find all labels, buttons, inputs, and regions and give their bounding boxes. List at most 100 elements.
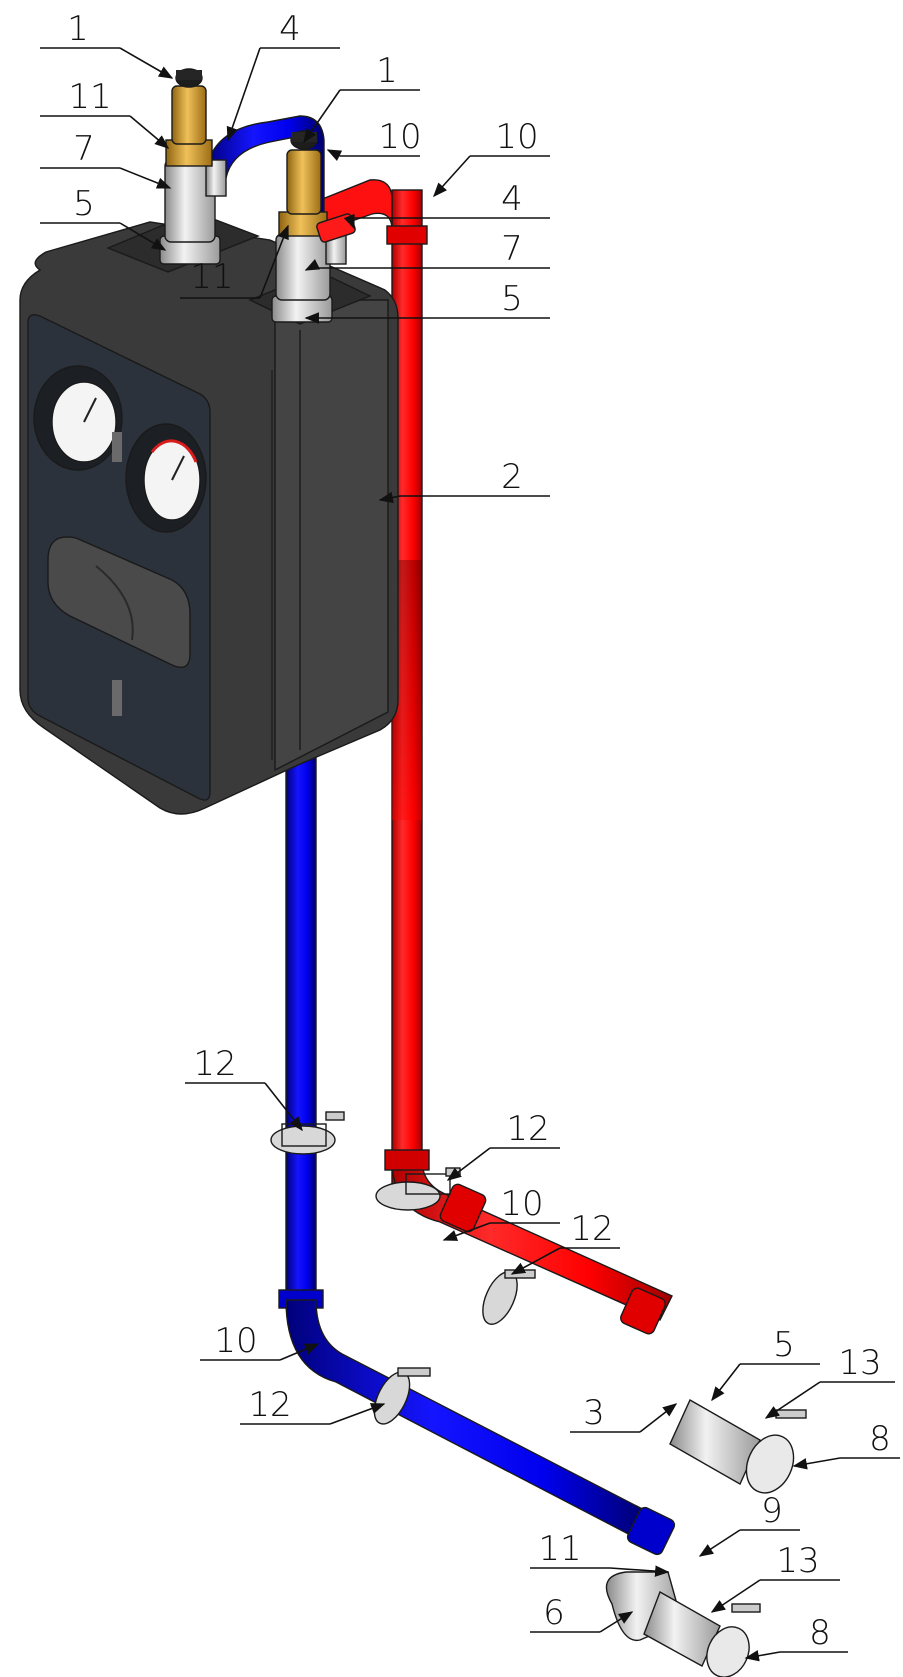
callout-number: 1: [67, 9, 89, 49]
callout-number: 4: [501, 179, 523, 219]
callout-leader-arrow: [226, 47, 261, 142]
callout-c10c: 10: [442, 1184, 560, 1241]
callout-number: 11: [68, 77, 111, 117]
callout-number: 3: [583, 1393, 605, 1433]
callout-c12b: 12: [446, 1109, 560, 1181]
callout-number: 6: [543, 1593, 565, 1633]
callout-leader-arrow: [510, 1247, 561, 1275]
callout-c10b: 10: [433, 117, 550, 198]
callout-number: 13: [838, 1343, 881, 1383]
callout-c7b: 7: [304, 229, 550, 271]
callout-c2: 2: [378, 457, 550, 504]
pump-window: [47, 536, 191, 668]
callout-leader-arrow: [710, 1579, 761, 1613]
callout-leader-arrow: [129, 115, 170, 149]
callout-c11a: 11: [40, 77, 170, 149]
callout-number: 5: [773, 1325, 795, 1365]
callout-number: 7: [73, 129, 95, 169]
callout-number: 1: [376, 51, 398, 91]
callout-leader-arrow: [446, 1147, 491, 1181]
callout-c5b: 5: [304, 279, 550, 324]
callout-leader-arrow: [764, 1381, 821, 1419]
callout-leader-arrow: [119, 222, 167, 251]
callout-c9: 9: [698, 1491, 800, 1557]
callout-leader-arrow: [792, 1457, 841, 1470]
callout-number: 9: [761, 1491, 783, 1531]
callout-leader-arrow: [639, 1403, 678, 1433]
callout-number: 12: [506, 1109, 549, 1149]
left-valve-stack: [159, 68, 227, 265]
callout-leader-arrow: [442, 1222, 491, 1241]
callout-c13a: 13: [764, 1343, 895, 1419]
callout-number: 4: [279, 9, 301, 49]
callout-c10d: 10: [200, 1321, 320, 1361]
callout-c10a: 10: [326, 117, 422, 161]
callout-number: 10: [500, 1184, 543, 1224]
thermometer-left: [33, 365, 123, 471]
callout-number: 5: [501, 279, 523, 319]
callout-leader-arrow: [711, 1363, 741, 1402]
thermometer-right: [125, 423, 207, 533]
callout-number: 2: [501, 457, 523, 497]
callout-number: 13: [776, 1541, 819, 1581]
supply-end-fitting: [669, 1399, 807, 1494]
callout-number: 10: [495, 117, 538, 157]
callout-number: 12: [570, 1209, 613, 1249]
callout-number: 12: [193, 1044, 236, 1084]
callout-number: 11: [190, 257, 233, 297]
callout-number: 10: [378, 117, 421, 157]
callout-leader-arrow: [744, 1650, 781, 1662]
supply-pipe-red: [319, 179, 673, 1335]
callout-leader-arrow: [378, 491, 401, 504]
red-fitting-coupling: [439, 1183, 666, 1335]
callout-c3: 3: [570, 1393, 678, 1433]
callout-leader-arrow: [599, 1611, 634, 1633]
return-end-fitting: [605, 1571, 761, 1677]
callout-number: 8: [869, 1419, 891, 1459]
callout-c5c: 5: [711, 1325, 820, 1402]
callout-leader-arrow: [119, 47, 174, 79]
callout-c6: 6: [530, 1593, 634, 1633]
callout-leader-arrow: [259, 224, 289, 299]
callout-leader-arrow: [433, 155, 471, 198]
callout-leader-arrow: [279, 1343, 320, 1361]
callout-leader-arrow: [264, 1082, 303, 1132]
callout-leader-arrow: [303, 89, 341, 144]
callout-leader-arrow: [119, 167, 172, 189]
callout-c8b: 8: [744, 1613, 848, 1662]
brand-logo: [112, 432, 122, 716]
callout-leader-arrow: [698, 1529, 741, 1557]
callout-c12c: 12: [510, 1209, 620, 1275]
callout-number: 7: [501, 229, 523, 269]
insulation-housing: [19, 211, 399, 815]
return-pipe-blue: [205, 115, 676, 1556]
callout-c12d: 12: [240, 1385, 386, 1425]
front-panel: [27, 314, 211, 801]
callout-c4b: 4: [343, 179, 550, 230]
blue-fitting-coupling: [626, 1506, 676, 1556]
callout-number: 10: [214, 1321, 257, 1361]
callout-leader-arrow: [329, 1403, 386, 1425]
pipe-clamp-blue-upper: [270, 1111, 345, 1155]
callout-number: 12: [248, 1385, 291, 1425]
callout-c5a: 5: [40, 184, 167, 251]
callout-c1b: 1: [303, 51, 420, 144]
callout-c1a: 1: [40, 9, 174, 79]
callout-c11c: 11: [530, 1529, 670, 1577]
callout-c12a: 12: [185, 1044, 303, 1132]
callout-leader-arrow: [343, 213, 355, 230]
callout-number: 8: [809, 1613, 831, 1653]
callout-number: 5: [73, 184, 95, 224]
callout-leader-arrow: [609, 1565, 670, 1577]
callout-c4a: 4: [226, 9, 340, 142]
pipe-clamp-red-horizontal: [482, 1269, 536, 1325]
callout-number: 11: [538, 1529, 581, 1569]
callout-c11b: 11: [180, 224, 289, 299]
callout-c7a: 7: [40, 129, 172, 189]
callout-leader-arrow: [304, 259, 321, 271]
callout-c8a: 8: [792, 1419, 900, 1470]
callout-c13b: 13: [710, 1541, 840, 1613]
callout-leader-arrow: [326, 149, 343, 161]
